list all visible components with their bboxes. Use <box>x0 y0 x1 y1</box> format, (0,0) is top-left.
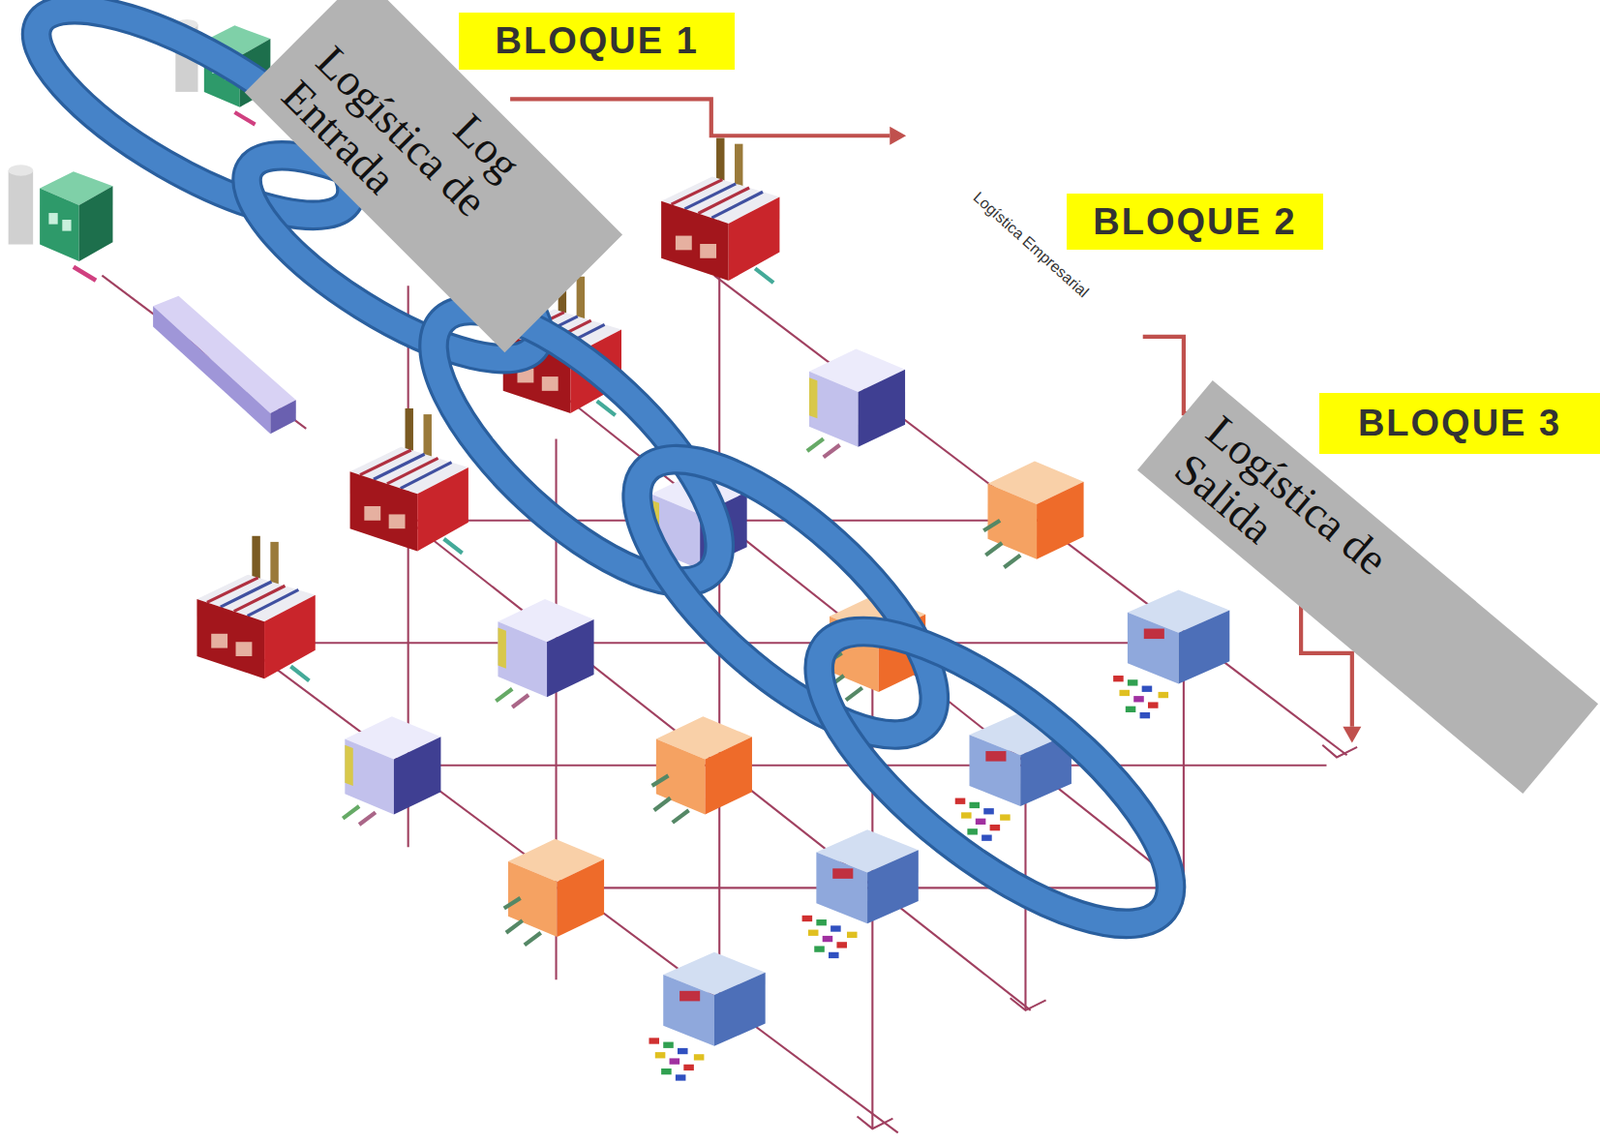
supplier-icon <box>8 164 114 280</box>
warehouse-icon <box>342 716 441 825</box>
truck-icon <box>152 296 297 434</box>
factory-icon <box>661 137 780 283</box>
block-label: BLOQUE 3 <box>1319 392 1600 454</box>
shop-icon <box>648 952 765 1082</box>
warehouse-icon <box>807 349 906 458</box>
block-label: BLOQUE 2 <box>1066 193 1325 250</box>
distribution-icon <box>983 461 1084 569</box>
factory-icon <box>196 536 315 682</box>
grid-lines <box>101 204 1358 1134</box>
block-title: BLOQUE 1 <box>495 20 699 62</box>
chain-links <box>9 0 1213 973</box>
distribution-icon <box>652 716 753 823</box>
block-label: BLOQUE 1 <box>458 12 735 70</box>
warehouse-icon <box>495 599 594 708</box>
shop-icon <box>1113 589 1230 719</box>
block-title: BLOQUE 3 <box>1358 402 1562 445</box>
shop-icon <box>802 829 919 959</box>
block-title: BLOQUE 2 <box>1092 201 1297 243</box>
distribution-icon <box>504 839 604 946</box>
